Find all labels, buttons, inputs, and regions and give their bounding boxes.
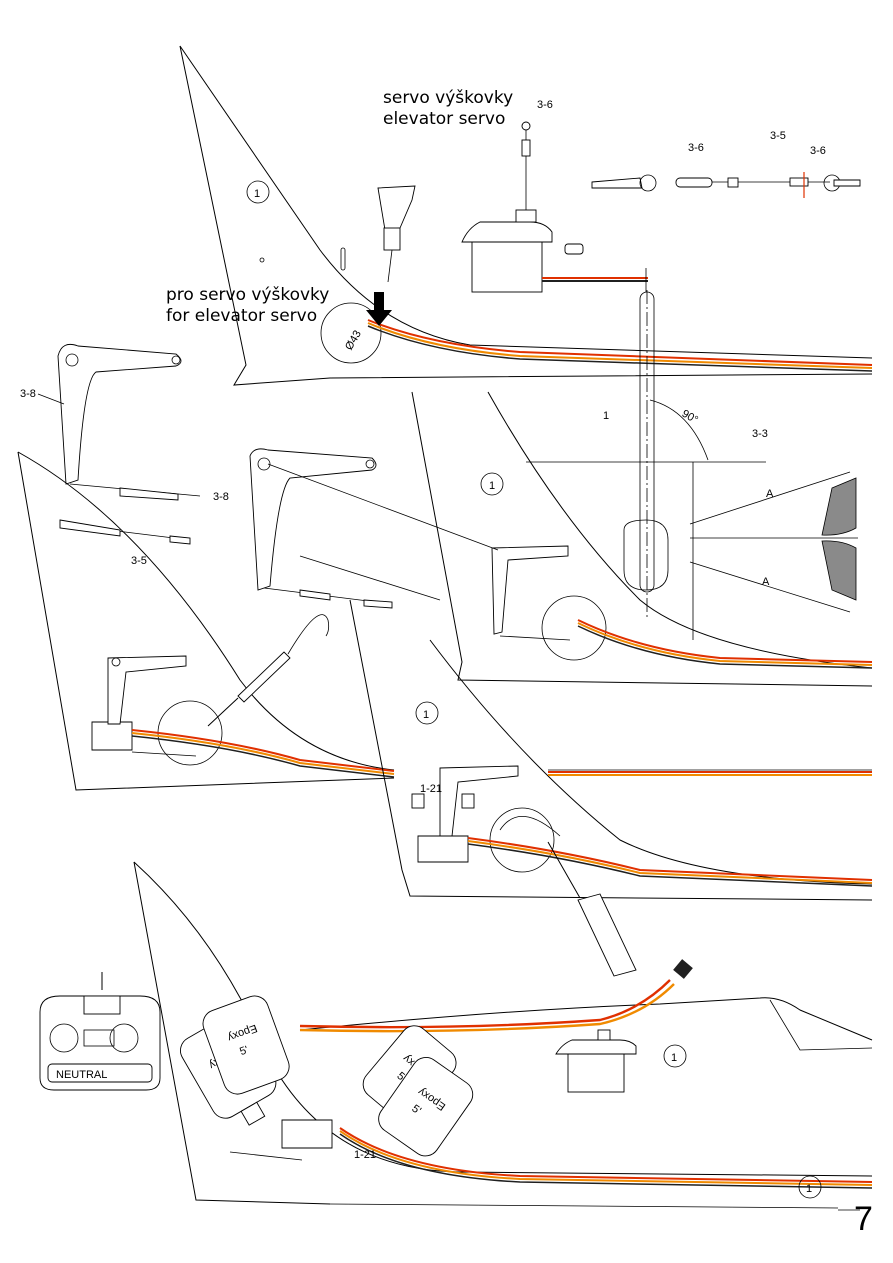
label-for-servo-en: for elevator servo (166, 306, 317, 326)
angle-label: 90° (680, 408, 700, 427)
pushrod-detail: 3-6 3-5 3-6 (591, 130, 861, 198)
page-number: 7 (854, 1200, 873, 1238)
hole-diameter: Ø43 (343, 328, 364, 352)
ref-1-e: 1 (671, 1052, 677, 1064)
dim-a-top: A (766, 488, 774, 500)
tail-panel-middle: 1 90° 1 3-3 A A (411, 290, 873, 687)
servo-hole (320, 302, 382, 364)
label-for-servo-cz: pro servo výškovky (166, 285, 329, 305)
transmitter-icon: NEUTRAL (39, 972, 161, 1091)
ref-3-3: 3-3 (752, 428, 768, 440)
title-servo-cz: servo výškovky (383, 88, 513, 108)
ref-3-8-b: 3-8 (213, 491, 229, 503)
ref-3-5-a: 3-5 (770, 130, 786, 142)
epoxy-sub-b: 5' (238, 1044, 250, 1058)
tail-panel-left (17, 451, 395, 791)
soldering-pen-icon (499, 815, 637, 977)
bellcrank-middle: 3-8 (213, 448, 499, 609)
ref-1-d: 1 (423, 709, 429, 721)
ref-1-f: 1 (806, 1183, 812, 1195)
tail-panel-top: 1 Ø43 servo výškovky elevator servo pro … (166, 45, 873, 386)
dim-a-bottom: A (762, 576, 770, 588)
ref-1-b: 1 (489, 480, 495, 492)
bellcrank-left-top: 3-8 (20, 343, 201, 501)
ref-1-c: 1 (603, 410, 609, 422)
ref-3-8-a: 3-8 (20, 388, 36, 400)
ref-3-6-a: 3-6 (537, 99, 553, 111)
tail-panel-center: 1 1-21 (349, 599, 873, 977)
ref-3-6-b: 3-6 (688, 142, 704, 154)
title-servo-en: elevator servo (383, 109, 505, 129)
ref-1-21-a: 1-21 (420, 783, 442, 795)
ref-3-5-b: 3-5 (131, 555, 147, 567)
servo-wire-red (367, 319, 873, 366)
epoxy-bottle-right-2: Epoxy 5' (378, 1057, 474, 1157)
ref-3-6-c: 3-6 (810, 145, 826, 157)
epoxy-bottle-left-2: Epoxy 5' (202, 995, 290, 1095)
ref-1-21-b: 1-21 (354, 1149, 376, 1161)
ref-1-a: 1 (254, 188, 260, 200)
drill-tool-icon (377, 185, 416, 283)
neutral-label: NEUTRAL (56, 1069, 107, 1081)
pushrod-left: 3-5 (59, 519, 191, 567)
down-arrow-icon (366, 292, 392, 326)
tail-panel-bottom: 1 1 1-21 (133, 861, 873, 1209)
soldering-iron-icon (207, 614, 330, 727)
elevator-servo: 3-6 (461, 99, 648, 293)
